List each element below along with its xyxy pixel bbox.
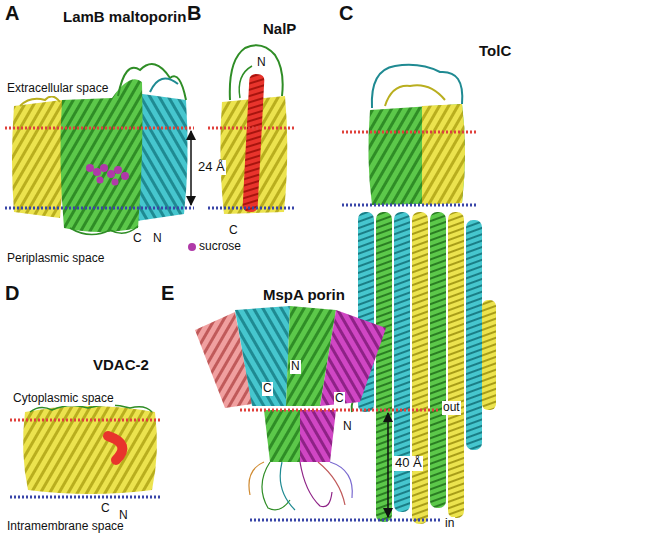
loop: [118, 64, 186, 100]
panel-title: MspA porin: [262, 286, 346, 303]
loop: [385, 85, 445, 106]
loop: [372, 65, 462, 108]
panel-letter: E: [160, 282, 175, 305]
beta-sheet: [235, 306, 290, 406]
region-label: Cytoplasmic space: [12, 392, 115, 406]
vdac-structure: [10, 405, 160, 497]
panel-title: VDAC-2: [92, 356, 150, 373]
alpha-helix: [448, 212, 464, 518]
membrane-bottom: [208, 207, 296, 210]
region-label: Periplasmic space: [6, 252, 105, 266]
panel-title: LamB maltoporin: [62, 8, 187, 25]
membrane-top: [342, 131, 476, 134]
loop: [249, 462, 352, 510]
panel-letter: B: [186, 2, 202, 25]
dimension-label: 40 Å: [394, 456, 423, 471]
panel-title: NalP: [262, 20, 297, 37]
membrane-bottom: [342, 204, 476, 207]
legend-swatch: [188, 243, 196, 251]
alpha-helix: [108, 436, 122, 460]
mspa-structure: [195, 306, 440, 520]
loop: [30, 405, 152, 412]
membrane-bottom: [5, 207, 194, 210]
terminus-label: N: [290, 360, 301, 374]
beta-barrel: [368, 104, 465, 205]
panel-letter: A: [4, 2, 20, 25]
beta-sheet: [320, 310, 386, 406]
loop: [70, 226, 138, 235]
alpha-helix: [482, 300, 496, 410]
membrane-side-label: out: [442, 401, 461, 415]
terminus-label: C: [228, 224, 239, 238]
panel-letter: D: [4, 282, 20, 305]
panel-letter: C: [338, 2, 354, 25]
membrane-side-label: in: [444, 517, 455, 531]
beta-barrel: [264, 410, 300, 462]
membrane-top: [240, 409, 440, 412]
beta-barrel: [422, 104, 465, 205]
legend-text: sucrose: [199, 240, 241, 254]
region-label: Extracellular space: [6, 82, 109, 96]
terminus-label: N: [256, 56, 267, 70]
beta-barrel: [300, 410, 336, 462]
nalp-structure: [208, 45, 296, 214]
membrane-bottom: [10, 496, 160, 499]
terminus-label: C: [262, 382, 273, 396]
terminus-label: C: [334, 392, 345, 406]
terminus-label: C: [132, 232, 143, 246]
membrane-bottom: [250, 519, 440, 522]
alpha-helix: [412, 212, 428, 524]
alpha-helix: [242, 74, 264, 213]
beta-barrel: [12, 100, 64, 218]
terminus-label: N: [152, 232, 163, 246]
dimension-arrow: [190, 131, 192, 205]
membrane-top: [5, 127, 194, 130]
terminus-label: C: [100, 502, 111, 516]
sucrose: [86, 164, 129, 186]
loop: [20, 96, 60, 106]
dimension-arrow: [387, 413, 389, 517]
alpha-helix: [466, 220, 482, 450]
membrane-top: [10, 419, 160, 422]
membrane-top: [208, 127, 296, 130]
alpha-helix: [430, 212, 446, 508]
legend-entry: sucrose: [188, 240, 241, 254]
alpha-helix: [376, 212, 392, 522]
tolc-structure: [342, 65, 496, 524]
dimension-label: 24 Å: [197, 160, 226, 175]
terminus-label: N: [342, 420, 353, 434]
panel-title: TolC: [478, 42, 512, 59]
loop: [150, 79, 178, 92]
lamb-structure: [5, 64, 194, 234]
region-label: Intramembrane space: [6, 520, 125, 534]
